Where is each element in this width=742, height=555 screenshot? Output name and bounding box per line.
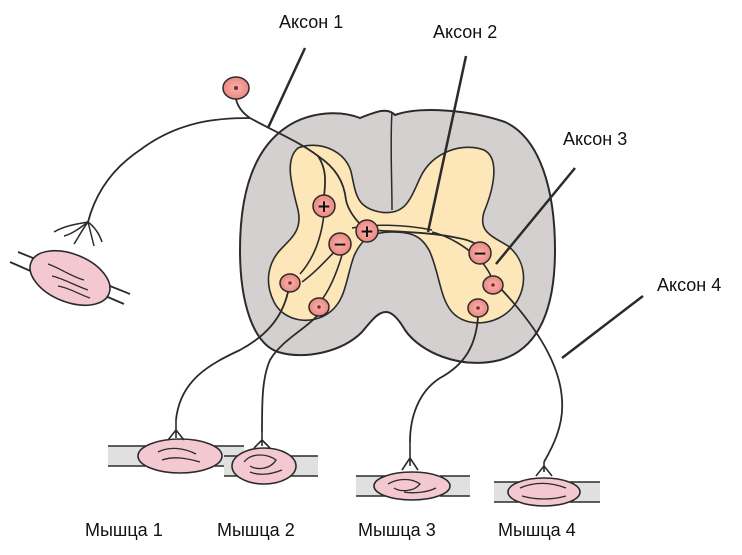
svg-text:+: + bbox=[360, 222, 374, 242]
axon-2-label: Аксон 2 bbox=[433, 23, 497, 41]
axon-4-label: Аксон 4 bbox=[657, 276, 721, 294]
muscle-4 bbox=[494, 462, 600, 506]
spinal-cord-white-matter bbox=[240, 110, 555, 363]
ventral-fissure bbox=[391, 112, 392, 210]
muscle-1-label: Мышца 1 bbox=[85, 521, 163, 539]
svg-text:−: − bbox=[473, 244, 487, 264]
spinal-cord bbox=[240, 110, 555, 363]
muscle-3-label: Мышца 3 bbox=[358, 521, 436, 539]
synapse-plus-1: + bbox=[313, 195, 335, 217]
muscle-1 bbox=[108, 420, 244, 473]
svg-text:+: + bbox=[317, 197, 331, 217]
synapse-minus-1: − bbox=[329, 233, 351, 255]
axon-1-label: Аксон 1 bbox=[279, 13, 343, 31]
muscle-2-label: Мышца 2 bbox=[217, 521, 295, 539]
synapse-plus-2: + bbox=[356, 220, 378, 242]
axon-3-label: Аксон 3 bbox=[563, 130, 627, 148]
svg-text:−: − bbox=[333, 235, 347, 255]
muscle-3 bbox=[356, 442, 470, 500]
muscle-4-label: Мышца 4 bbox=[498, 521, 576, 539]
synapse-minus-2: − bbox=[469, 242, 491, 264]
sensory-muscle-spindle bbox=[10, 240, 130, 316]
muscle-2 bbox=[224, 432, 318, 484]
axon-4-pointer bbox=[562, 296, 643, 358]
